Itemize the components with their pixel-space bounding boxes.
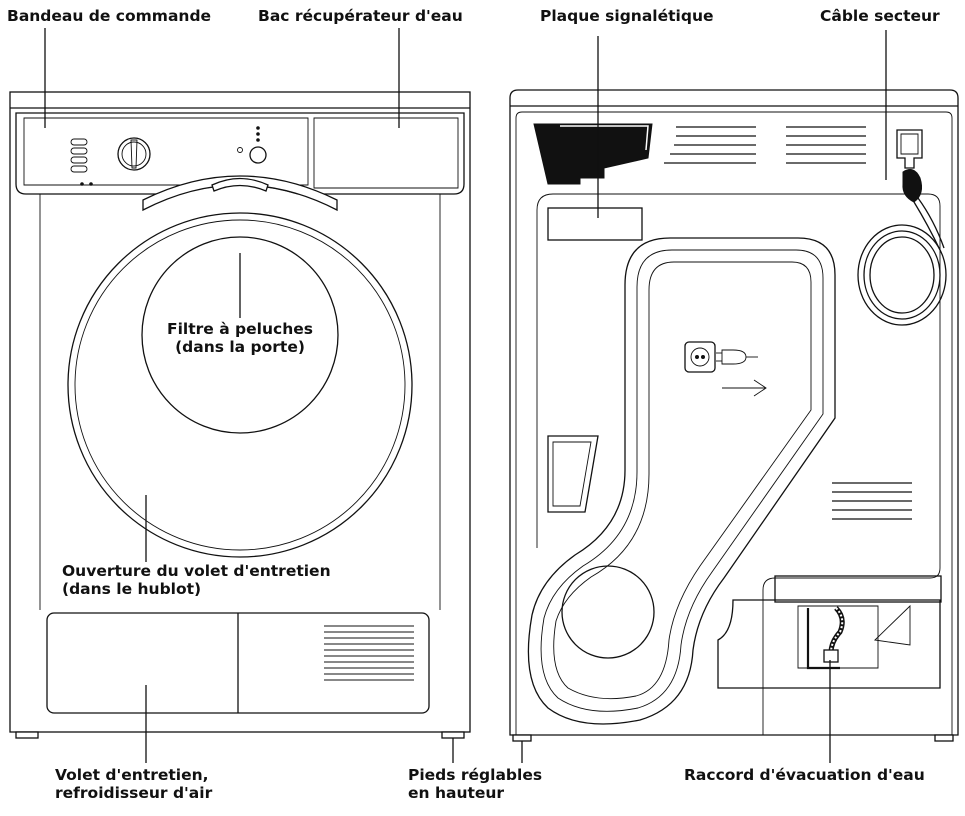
cable-strain-relief	[902, 169, 922, 203]
front-view	[9, 91, 471, 739]
label-adjustable-feet: Pieds réglables en hauteur	[408, 766, 542, 802]
rear-vents-top	[664, 126, 866, 164]
dot-c	[256, 138, 260, 142]
door-outer-ring	[67, 212, 413, 558]
label-rating-plate: Plaque signalétique	[540, 7, 714, 25]
cable-clip	[896, 129, 923, 169]
duct-inner-1	[540, 249, 824, 712]
air-duct	[527, 237, 836, 725]
rear-top-block	[533, 123, 653, 185]
rear-foot-right	[934, 734, 954, 742]
duct-inner-2	[553, 261, 812, 700]
door-handle-grip	[211, 177, 269, 192]
rear-left-cover	[547, 435, 599, 513]
socket-icon	[684, 341, 716, 373]
indicator-dot	[237, 147, 243, 153]
label-service-opening: Ouverture du volet d'entretien (dans le …	[62, 562, 331, 598]
cable-coil-1	[857, 224, 947, 326]
dot-d	[80, 182, 84, 186]
drain-connector	[823, 649, 839, 663]
front-foot-left	[15, 731, 39, 739]
rating-plate	[547, 207, 643, 241]
duct-circle	[561, 565, 655, 659]
power-symbol	[684, 341, 767, 397]
dot-b	[256, 132, 260, 136]
door-inner-ring	[74, 219, 406, 551]
label-service-flap-line1: Volet d'entretien,	[55, 766, 209, 784]
power-cable	[857, 129, 947, 326]
led-1	[70, 138, 88, 146]
start-button	[249, 146, 267, 164]
knob-inner	[121, 141, 147, 167]
led-2	[70, 147, 88, 155]
dot-a	[256, 126, 260, 130]
program-knob	[117, 137, 151, 171]
label-service-opening-line2: (dans le hublot)	[62, 580, 202, 598]
label-lint-filter: Filtre à peluches (dans la porte)	[140, 320, 340, 356]
label-service-opening-line1: Ouverture du volet d'entretien	[62, 562, 331, 580]
rear-vents-bottom	[832, 482, 912, 520]
label-service-flap: Volet d'entretien, refroidisseur d'air	[55, 766, 212, 802]
drain-assembly	[717, 575, 942, 689]
label-lint-filter-line2: (dans la porte)	[175, 338, 305, 356]
label-drain-connection: Raccord d'évacuation d'eau	[684, 766, 925, 784]
callout-lines	[44, 28, 887, 763]
drain-top-bar	[774, 575, 942, 603]
front-cabinet	[9, 91, 471, 733]
rear-cabinet	[509, 89, 959, 736]
plug-icon	[721, 349, 747, 365]
label-adjustable-feet-line2: en hauteur	[408, 784, 505, 802]
rear-inner-frame	[515, 111, 953, 735]
led-3	[70, 156, 88, 164]
rear-foot-left	[512, 734, 532, 742]
front-foot-right	[441, 731, 465, 739]
label-control-panel: Bandeau de commande	[7, 7, 212, 25]
dot-e	[89, 182, 93, 186]
rear-panel-line	[536, 193, 941, 735]
lint-filter-circle	[141, 236, 339, 434]
control-panel-fascia	[23, 117, 309, 186]
program-leds	[70, 138, 88, 173]
duct-outer	[527, 237, 836, 725]
led-4	[70, 165, 88, 173]
water-tank-front	[313, 117, 459, 189]
label-water-tank: Bac récupérateur d'eau	[258, 7, 463, 25]
knob-ring	[117, 137, 151, 171]
knob-pointer	[130, 139, 138, 169]
rear-view	[509, 89, 959, 742]
label-power-cable: Câble secteur	[820, 7, 940, 25]
drain-housing	[717, 599, 941, 689]
service-flap-grille	[324, 625, 414, 681]
door-handle	[142, 175, 338, 212]
label-lint-filter-line1: Filtre à peluches	[167, 320, 313, 338]
label-adjustable-feet-line1: Pieds réglables	[408, 766, 543, 784]
label-service-flap-line2: refroidisseur d'air	[55, 784, 213, 802]
